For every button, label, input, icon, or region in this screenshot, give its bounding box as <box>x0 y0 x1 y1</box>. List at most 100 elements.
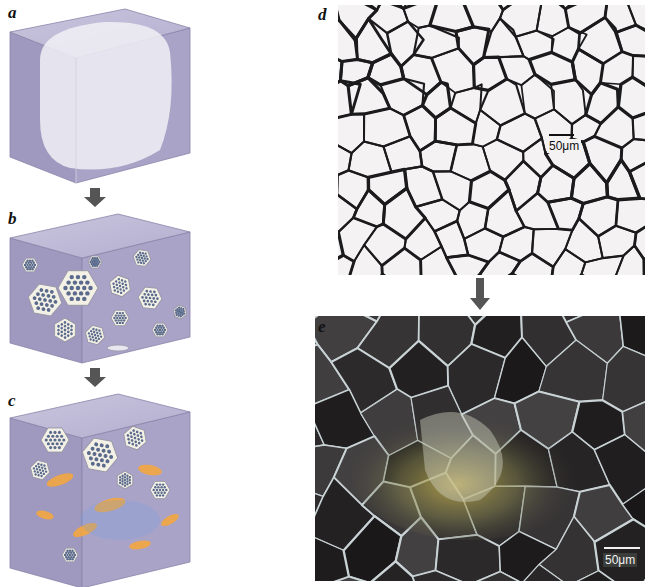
pore-dot <box>98 453 103 458</box>
pore-dot <box>131 442 134 445</box>
cell-wall <box>413 571 469 581</box>
pore-dot <box>162 483 164 485</box>
pore-dot <box>57 328 61 332</box>
cell-wall <box>483 139 524 180</box>
particle-outline <box>111 310 129 326</box>
cell-wall <box>616 25 645 56</box>
cell-wall <box>548 198 584 230</box>
pore-dot <box>130 439 133 442</box>
hexagonal-particle <box>80 437 121 474</box>
pore-dot <box>128 481 131 484</box>
cell-wall <box>567 571 634 581</box>
pore-dot <box>96 331 99 334</box>
hexagonal-particle <box>132 249 152 267</box>
pore-dot <box>32 467 35 470</box>
block-left-face <box>10 238 82 363</box>
pore-dot <box>145 290 148 293</box>
pore-dot <box>144 303 147 306</box>
pore-dot <box>70 332 74 336</box>
pore-dot <box>31 268 33 270</box>
pore-dot <box>46 308 50 312</box>
particle-outline <box>113 469 136 492</box>
pore-dot <box>89 338 92 341</box>
pore-dot <box>135 256 138 259</box>
pore-dot <box>73 291 77 295</box>
micrograph-ground <box>338 5 645 275</box>
pore-dot <box>128 476 131 479</box>
pore-dot <box>115 314 117 316</box>
pore-dot <box>156 325 158 327</box>
pore-dot <box>115 280 118 283</box>
pore-dot <box>87 451 92 456</box>
pore-dot <box>62 438 65 441</box>
hexagonal-particle <box>22 258 38 272</box>
cell-wall <box>605 5 636 33</box>
pore-dot <box>30 266 32 268</box>
hexagonal-particle <box>171 304 188 320</box>
pore-dot <box>123 478 126 481</box>
pore-dot <box>63 286 67 290</box>
pore-dot <box>60 326 64 330</box>
pore-dot <box>60 334 64 338</box>
pore-dot <box>117 314 119 316</box>
cell-wall <box>551 249 585 275</box>
pore-dot <box>53 300 57 304</box>
pore-dot <box>40 463 43 466</box>
pore-dot <box>35 465 38 468</box>
pore-dot <box>26 264 28 266</box>
pore-dot <box>91 333 94 336</box>
cell-wall <box>568 275 607 276</box>
pore-dot <box>152 297 155 300</box>
infiltrated-region <box>350 400 590 540</box>
pore-dot <box>145 296 148 299</box>
pore-dot <box>44 467 47 470</box>
pore-dot <box>94 442 99 447</box>
pore-dot <box>120 319 122 321</box>
pore-dot <box>56 435 59 438</box>
pore-dot <box>136 430 139 433</box>
pore-dot <box>123 481 126 484</box>
pore-dot <box>157 492 159 494</box>
cell-wall <box>512 253 553 275</box>
pore-dot <box>122 286 125 289</box>
pore-dot <box>126 434 129 437</box>
cell-wall <box>472 110 500 147</box>
pore-dot <box>141 296 144 299</box>
pore-dot <box>63 332 67 336</box>
pore-dot <box>118 281 121 284</box>
pore-dot <box>117 278 120 281</box>
pore-dot <box>66 558 68 560</box>
pore-dot <box>66 330 70 334</box>
pore-dot <box>60 323 64 327</box>
cell-wall <box>529 52 575 84</box>
hexagonal-particle <box>150 481 170 498</box>
pore-dot <box>85 291 89 295</box>
pore-dot <box>119 288 122 291</box>
pore-dot <box>95 328 98 331</box>
pore-dot <box>41 307 45 311</box>
block-right-face <box>82 412 190 587</box>
hexagonal-particle <box>152 323 168 337</box>
orange-disc <box>159 512 180 529</box>
particle-outline <box>49 315 80 345</box>
pore-dot <box>133 436 136 439</box>
pore-dot <box>90 446 95 451</box>
pore-dot <box>160 331 162 333</box>
pore-dot <box>161 329 163 331</box>
pore-dot <box>142 259 145 262</box>
pore-dot <box>76 286 80 290</box>
pore-dot <box>66 334 70 338</box>
pore-dot <box>163 331 165 333</box>
pore-dot <box>156 329 158 331</box>
cell-wall <box>539 340 607 402</box>
pore-dot <box>51 442 54 445</box>
pore-dot <box>47 442 50 445</box>
pore-dot <box>63 336 67 340</box>
pore-dot <box>66 326 70 330</box>
cell-wall <box>484 18 524 57</box>
pore-dot <box>116 312 118 314</box>
pore-dot <box>113 285 116 288</box>
pore-dot <box>156 494 158 496</box>
pore-dot <box>160 327 162 329</box>
pore-dot <box>71 554 73 556</box>
